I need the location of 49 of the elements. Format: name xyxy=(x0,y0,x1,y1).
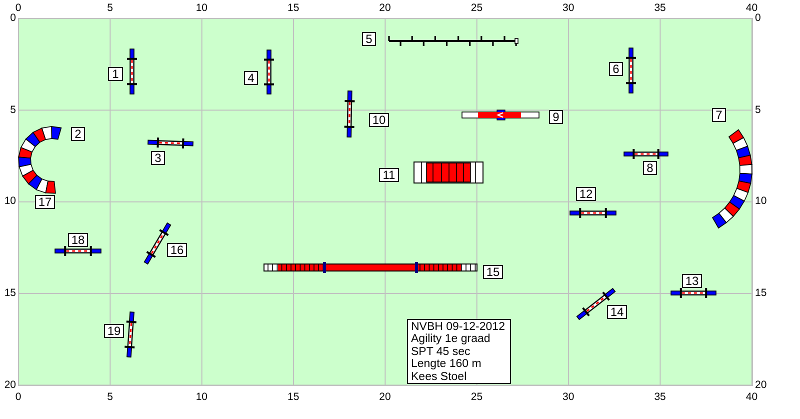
callout-number: 4 xyxy=(244,71,258,85)
axis-label: 40 xyxy=(746,3,758,14)
callout-number: 6 xyxy=(609,62,623,76)
axis-label: 15 xyxy=(4,288,16,299)
callout-number: 15 xyxy=(483,265,503,279)
axis-label: 25 xyxy=(470,392,483,403)
callout-number: 11 xyxy=(379,168,399,182)
callout-number: 7 xyxy=(712,108,726,122)
axis-label: 0 xyxy=(10,12,16,24)
callout-number: 12 xyxy=(576,187,596,201)
callout-number: 10 xyxy=(369,113,389,127)
axis-label: 30 xyxy=(562,392,574,403)
axis-label: 5 xyxy=(10,104,16,116)
axis-label: 40 xyxy=(746,392,758,403)
callout-number: 19 xyxy=(104,324,124,338)
axis-label: 15 xyxy=(288,3,300,14)
axis-label: 20 xyxy=(379,392,391,403)
callout-number: 3 xyxy=(151,151,165,165)
axis-label: 15 xyxy=(755,288,767,299)
axis-label: 20 xyxy=(379,3,391,14)
axis-label: 35 xyxy=(654,3,666,14)
axis-label: 25 xyxy=(470,3,483,14)
callout-number: 16 xyxy=(167,243,187,257)
info-box xyxy=(407,319,511,384)
axis-label: 0 xyxy=(755,12,761,24)
axis-label: 10 xyxy=(196,392,208,403)
info-text: NVBH 09-12-2012 xyxy=(411,321,507,334)
callout-number: 8 xyxy=(643,161,657,175)
axis-label: 15 xyxy=(288,392,300,403)
axis-label: 20 xyxy=(755,380,767,391)
axis-label: 5 xyxy=(755,104,761,116)
callout-number: 14 xyxy=(607,305,627,319)
callout-number: 17 xyxy=(35,195,55,209)
axis-label: 0 xyxy=(15,392,22,403)
callout-number: 1 xyxy=(108,67,123,81)
axis-label: 5 xyxy=(107,392,113,403)
axis-label: 5 xyxy=(107,3,113,14)
axis-label: 35 xyxy=(654,392,666,403)
axis-label: 0 xyxy=(15,3,22,14)
axis-label: 30 xyxy=(562,3,574,14)
axis-label: 10 xyxy=(755,196,767,208)
axis-label: 10 xyxy=(4,196,16,208)
callout-number: 13 xyxy=(682,274,702,288)
axis-label: 20 xyxy=(4,380,16,391)
callout-number: 5 xyxy=(362,32,376,46)
callout-number: 18 xyxy=(68,233,88,247)
callout-number: 2 xyxy=(71,127,85,141)
callout-number: 9 xyxy=(549,110,563,124)
axis-label: 10 xyxy=(196,3,208,14)
